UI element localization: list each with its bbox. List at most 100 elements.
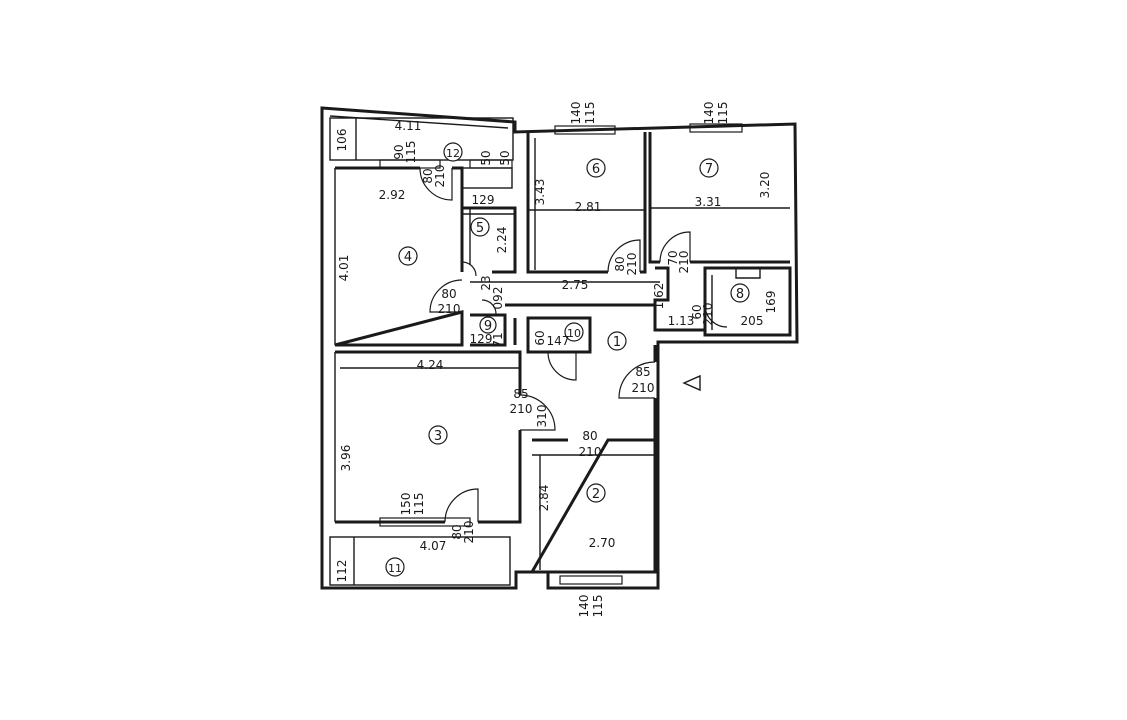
dim-r3-width: 4.24 bbox=[417, 358, 444, 372]
dim-r12-width: 4.11 bbox=[395, 119, 422, 133]
room-6-wall bbox=[526, 132, 647, 274]
room-5-wall bbox=[462, 206, 517, 274]
dim-entry-h: 210 bbox=[632, 381, 655, 395]
dim-r5-width: 129 bbox=[472, 193, 495, 207]
entry-arrow-icon bbox=[682, 374, 701, 392]
dim-r6-door-w: 80 bbox=[613, 256, 627, 271]
room-label-6: 6 bbox=[586, 158, 606, 178]
dim-r3-win-w: 150 bbox=[399, 493, 413, 516]
dim-corridor-depth: 1.62 bbox=[652, 283, 666, 310]
room-label-1: 1 bbox=[607, 331, 627, 351]
dim-r3-door-w: 85 bbox=[513, 387, 528, 401]
dim-r3-door-h: 210 bbox=[510, 402, 533, 416]
door-r8 bbox=[704, 304, 728, 328]
dim-r9-door: 71 bbox=[491, 332, 505, 347]
dim-r8-side: 1.13 bbox=[668, 314, 695, 328]
dim-r9-depth: 092 bbox=[491, 287, 505, 310]
room-2-wall bbox=[529, 438, 657, 574]
dim-r12-depth: 106 bbox=[335, 129, 349, 152]
door-r11 bbox=[444, 488, 479, 523]
room-label-3: 3 bbox=[428, 425, 448, 445]
dim-entry-w: 85 bbox=[635, 365, 650, 379]
svg-text:5: 5 bbox=[476, 221, 484, 236]
svg-text:1: 1 bbox=[613, 335, 621, 350]
svg-text:11: 11 bbox=[388, 562, 402, 575]
dim-r11-door-h: 210 bbox=[462, 521, 476, 544]
room-7-wall bbox=[648, 132, 790, 264]
dim-hall-depth: 310 bbox=[535, 405, 549, 428]
dim-r2-door-h: 210 bbox=[579, 445, 602, 459]
room-3-wall bbox=[335, 350, 522, 524]
dim-r8-width: 205 bbox=[741, 314, 764, 328]
room-label-4: 4 bbox=[398, 246, 418, 266]
room-label-5: 5 bbox=[470, 217, 490, 237]
dim-r2-depth: 2.84 bbox=[537, 485, 551, 512]
door-r6 bbox=[607, 239, 641, 273]
dim-r6-win-h: 115 bbox=[583, 102, 597, 125]
svg-text:7: 7 bbox=[705, 162, 713, 177]
door-r5 bbox=[461, 261, 477, 277]
dim-r7-width: 3.31 bbox=[695, 195, 722, 209]
room-label-8: 8 bbox=[730, 283, 750, 303]
dim-r11-depth: 112 bbox=[335, 560, 349, 583]
dim-r8-door-w: 60 bbox=[690, 304, 704, 319]
corridor-wall bbox=[653, 266, 705, 332]
dim-r6-door-h: 210 bbox=[625, 253, 639, 276]
dim-r7-door-w: 70 bbox=[666, 250, 680, 265]
dim-r4-width: 2.92 bbox=[379, 188, 406, 202]
door-r7 bbox=[659, 231, 691, 263]
balcony-11-outline bbox=[329, 536, 511, 586]
dim-hall-width: 2.75 bbox=[562, 278, 589, 292]
dim-r12-door-w: 80 bbox=[421, 168, 435, 183]
dim-r4-depth: 4.01 bbox=[337, 255, 351, 282]
svg-text:8: 8 bbox=[736, 287, 744, 302]
dim-r12-door-h: 210 bbox=[433, 165, 447, 188]
dim-r12-win2-h: 50 bbox=[498, 150, 512, 165]
dim-r4-door-h: 210 bbox=[438, 302, 461, 316]
svg-text:4: 4 bbox=[404, 250, 412, 265]
dim-r5-door: 23 bbox=[479, 275, 493, 290]
room-label-7: 7 bbox=[699, 158, 719, 178]
door-r9 bbox=[481, 299, 497, 315]
entry-door bbox=[618, 361, 656, 399]
svg-text:2: 2 bbox=[592, 487, 600, 502]
dim-r8-depth: 169 bbox=[764, 291, 778, 314]
dim-r3-depth: 3.96 bbox=[339, 445, 353, 472]
windows bbox=[379, 123, 743, 585]
door-r3 bbox=[519, 394, 556, 431]
door-r4-balcony bbox=[419, 167, 453, 201]
dim-r7-win-w: 140 bbox=[702, 102, 716, 125]
door-r4 bbox=[429, 279, 463, 313]
room-8-wall bbox=[703, 266, 792, 337]
dim-r6-width: 2.81 bbox=[575, 200, 602, 214]
room-9-wall bbox=[470, 313, 507, 347]
dim-r2-width: 2.70 bbox=[589, 536, 616, 550]
dim-r3-win-h: 115 bbox=[412, 493, 426, 516]
dim-r11-door-w: 80 bbox=[450, 524, 464, 539]
dim-r12-win-w: 90 bbox=[392, 144, 406, 159]
dim-r7-door-h: 210 bbox=[677, 251, 691, 274]
dim-r12-win-h: 115 bbox=[404, 141, 418, 164]
dim-r4-door-w: 80 bbox=[441, 287, 456, 301]
dimension-labels: 4.11 106 90 115 80 210 50 50 140 115 140… bbox=[335, 102, 778, 618]
room-label-2: 2 bbox=[586, 483, 606, 503]
dim-r12-win2-w: 50 bbox=[479, 150, 493, 165]
dim-r11-width: 4.07 bbox=[420, 539, 447, 553]
dim-r10-width: 147 bbox=[547, 334, 570, 348]
closet-12 bbox=[461, 167, 513, 189]
svg-text:9: 9 bbox=[484, 319, 492, 334]
svg-text:6: 6 bbox=[592, 162, 600, 177]
door-r10 bbox=[547, 351, 577, 381]
dim-r6-win-w: 140 bbox=[569, 102, 583, 125]
dim-r5-depth: 2.24 bbox=[495, 227, 509, 254]
room-label-11: 11 bbox=[385, 557, 405, 577]
dim-r7-depth: 3.20 bbox=[758, 172, 772, 199]
dim-r2-win-w: 140 bbox=[577, 595, 591, 618]
dim-r9-width: 129 bbox=[470, 332, 493, 346]
dim-r2-door-w: 80 bbox=[582, 429, 597, 443]
svg-text:10: 10 bbox=[567, 327, 581, 340]
room-label-9: 9 bbox=[479, 316, 497, 334]
dim-r8-door-h: 210 bbox=[701, 303, 715, 326]
